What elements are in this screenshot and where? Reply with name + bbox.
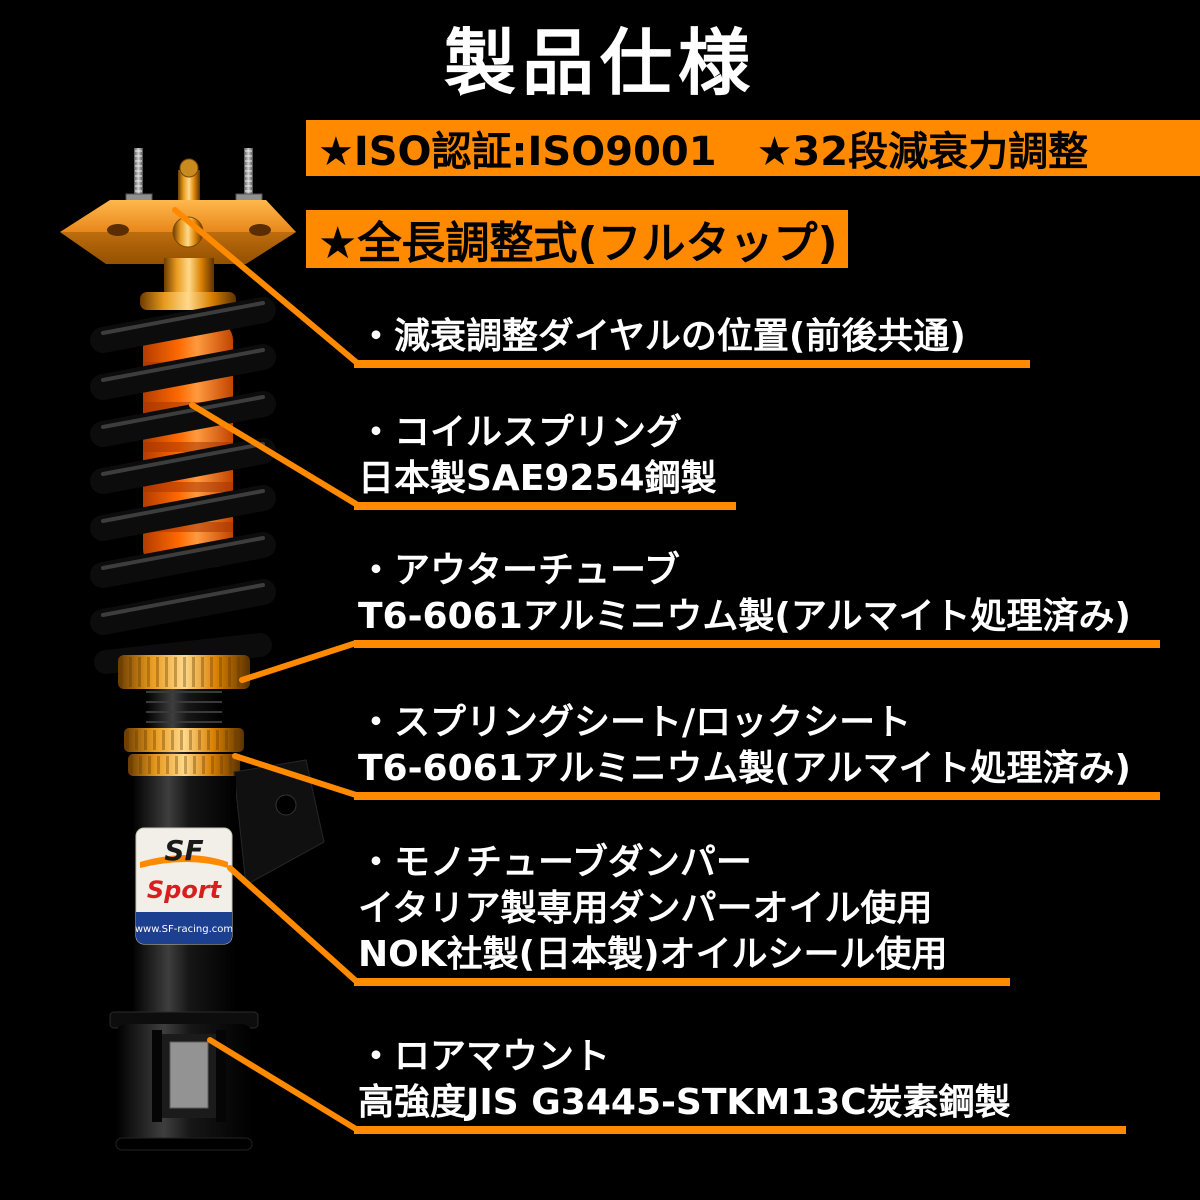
sticker-url: www.SF-racing.com: [135, 924, 233, 935]
sticker-brand: SF: [164, 834, 203, 867]
brand-sticker: SF Sport www.SF-racing.com: [135, 827, 233, 945]
annotation-line: イタリア製専用ダンパーオイル使用: [358, 888, 933, 929]
side-bracket: [233, 759, 325, 886]
annotation-line: T6-6061アルミニウム製(アルマイト処理済み): [358, 748, 1131, 789]
underline: [354, 640, 1160, 648]
sticker-series: Sport: [147, 876, 223, 904]
annotation-line: ・スプリングシート/ロックシート: [358, 702, 912, 743]
underline: [354, 1126, 1126, 1134]
annotation-monotube-damper: ・モノチューブダンパー イタリア製専用ダンパーオイル使用 NOK社製(日本製)オ…: [358, 840, 948, 978]
underline: [354, 360, 1030, 368]
coilover-photo: SF Sport www.SF-racing.com: [60, 148, 325, 1151]
annotation-coil-spring: ・コイルスプリング 日本製SAE9254鋼製: [358, 410, 717, 502]
lower-mount: [109, 1011, 259, 1151]
underline: [354, 502, 736, 510]
annotation-outer-tube: ・アウターチューブ T6-6061アルミニウム製(アルマイト処理済み): [358, 548, 1131, 640]
annotation-line: ・減衰調整ダイヤルの位置(前後共通): [358, 316, 966, 357]
annotation-line: 高強度JIS G3445-STKM13C炭素鋼製: [358, 1082, 1011, 1123]
annotation-line: T6-6061アルミニウム製(アルマイト処理済み): [358, 596, 1131, 637]
annotation-lower-mount: ・ロアマウント 高強度JIS G3445-STKM13C炭素鋼製: [358, 1034, 1011, 1126]
annotation-line: ・モノチューブダンパー: [358, 842, 752, 883]
badge-iso-damping: ★ISO認証:ISO9001 ★32段減衰力調整: [306, 120, 1200, 176]
page-title: 製品仕様: [443, 21, 756, 105]
annotation-line: ・ロアマウント: [358, 1036, 611, 1077]
badge-full-tap: ★全長調整式(フルタップ): [306, 210, 848, 269]
annotation-spring-seat: ・スプリングシート/ロックシート T6-6061アルミニウム製(アルマイト処理済…: [358, 700, 1131, 792]
damping-dial: [178, 158, 200, 200]
annotation-line: 日本製SAE9254鋼製: [358, 458, 717, 499]
spring-seat-rings: [118, 655, 250, 776]
underline: [354, 978, 1010, 986]
top-studs: [125, 148, 263, 208]
annotation-line: ・コイルスプリング: [358, 412, 683, 453]
annotation-line: ・アウターチューブ: [358, 550, 680, 591]
annotation-line: NOK社製(日本製)オイルシール使用: [358, 934, 948, 975]
top-mount-plate: [60, 200, 296, 264]
annotation-damping-dial: ・減衰調整ダイヤルの位置(前後共通): [358, 314, 966, 360]
underline: [354, 792, 1160, 800]
